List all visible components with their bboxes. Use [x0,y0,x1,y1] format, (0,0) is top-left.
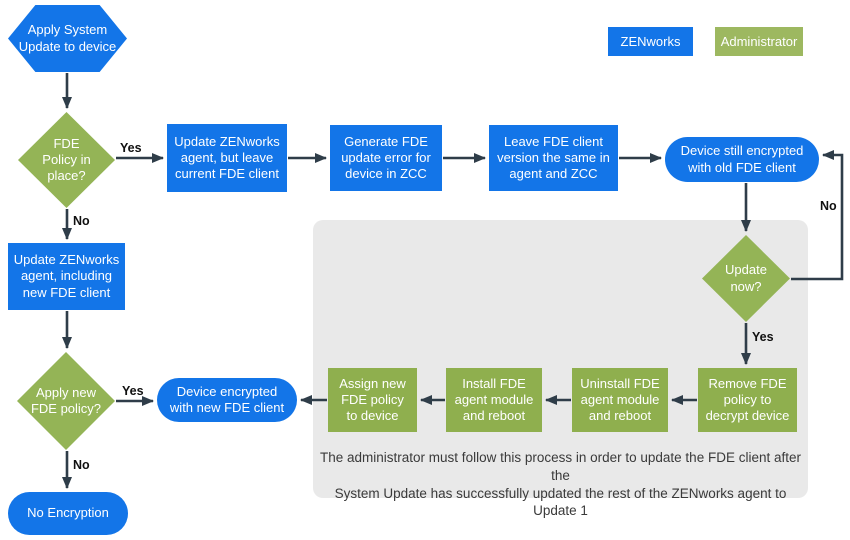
label-apply-new-no: No [73,458,90,472]
step-leave-fde-version: Leave FDE client version the same in age… [489,125,618,191]
step-generate-fde-error: Generate FDE update error for device in … [330,125,442,191]
legend-administrator: Administrator [715,27,803,56]
step-assign-fde-policy: Assign new FDE policy to device [328,368,417,432]
state-no-encryption: No Encryption [8,492,128,535]
step-install-fde-module: Install FDE agent module and reboot [446,368,542,432]
label-apply-new-yes: Yes [122,384,144,398]
step-update-agent-keep-client: Update ZENworks agent, but leave current… [167,124,287,192]
step-uninstall-fde-module: Uninstall FDE agent module and reboot [572,368,668,432]
label-update-now-no: No [820,199,837,213]
label-update-now-yes: Yes [752,330,774,344]
label-fde-policy-yes: Yes [120,141,142,155]
start-node: Apply System Update to device [8,5,127,72]
label-fde-policy-no: No [73,214,90,228]
edge-updatenow-no-loop [791,150,844,281]
state-encrypted-new-client: Device encrypted with new FDE client [157,378,297,422]
legend-zenworks: ZENworks [608,27,693,56]
admin-process-note: The administrator must follow this proce… [320,450,801,519]
step-remove-fde-policy: Remove FDE policy to decrypt device [698,368,797,432]
state-still-encrypted-old: Device still encrypted with old FDE clie… [665,137,819,182]
step-update-agent-new-client: Update ZENworks agent, including new FDE… [8,243,125,310]
